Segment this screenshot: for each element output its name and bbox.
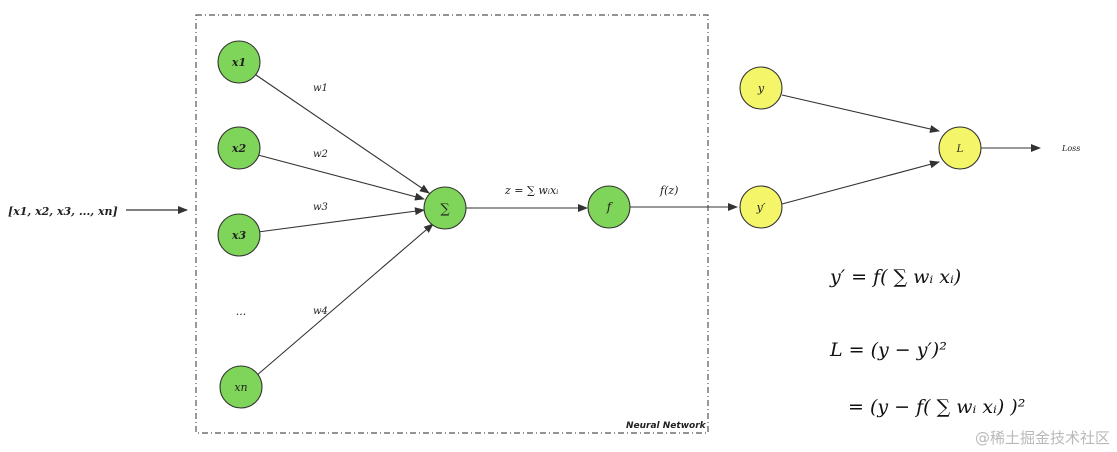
input-ellipsis: ... <box>236 305 247 318</box>
equation-2: L = (y − y′)² <box>829 339 947 361</box>
activation-edge-label: f(z) <box>659 184 678 197</box>
weight-label-w2: w2 <box>313 149 328 160</box>
loss-node-label: L <box>956 144 964 155</box>
edge-ypred-loss <box>781 160 940 205</box>
input-node-x1 <box>217 40 261 84</box>
edge-x2-sum <box>257 154 425 201</box>
loss-output-label: Loss <box>1061 144 1080 153</box>
y-node <box>739 66 783 110</box>
weight-label-w3: w3 <box>313 202 328 213</box>
edge-x1-sum <box>255 74 430 194</box>
watermark: @稀土掘金技术社区 <box>975 429 1110 447</box>
weight-label-w4: w4 <box>313 306 328 317</box>
activation-node-label: f <box>606 200 614 214</box>
weight-label-w1: w1 <box>313 83 328 94</box>
input-node-xn-label: xn <box>234 381 247 394</box>
input-vector-label: [x1, x2, x3, ..., xn] <box>8 205 118 218</box>
input-node-x3 <box>217 213 261 257</box>
sum-node-label: ∑ <box>440 202 450 217</box>
neural-network-frame <box>195 14 709 434</box>
input-node-x1-label: x1 <box>231 56 246 69</box>
equation-1: y′ = f( ∑ wᵢ xᵢ) <box>829 266 961 288</box>
input-node-xn <box>219 365 263 409</box>
frame-label: Neural Network <box>626 421 707 431</box>
edge-y-loss <box>781 94 940 133</box>
y-pred-node-label: y′ <box>756 201 766 214</box>
input-node-x2 <box>217 126 261 170</box>
y-pred-node <box>739 185 783 229</box>
edge-xn-sum <box>255 223 434 377</box>
equation-3: = (y − f( ∑ wᵢ xᵢ) )² <box>848 396 1025 418</box>
y-node-label: y <box>757 82 765 95</box>
sum-edge-label: z = ∑ wᵢxᵢ <box>504 184 558 197</box>
input-node-x3-label: x3 <box>231 229 247 242</box>
input-node-x2-label: x2 <box>231 142 247 155</box>
edge-x3-sum <box>257 207 425 233</box>
